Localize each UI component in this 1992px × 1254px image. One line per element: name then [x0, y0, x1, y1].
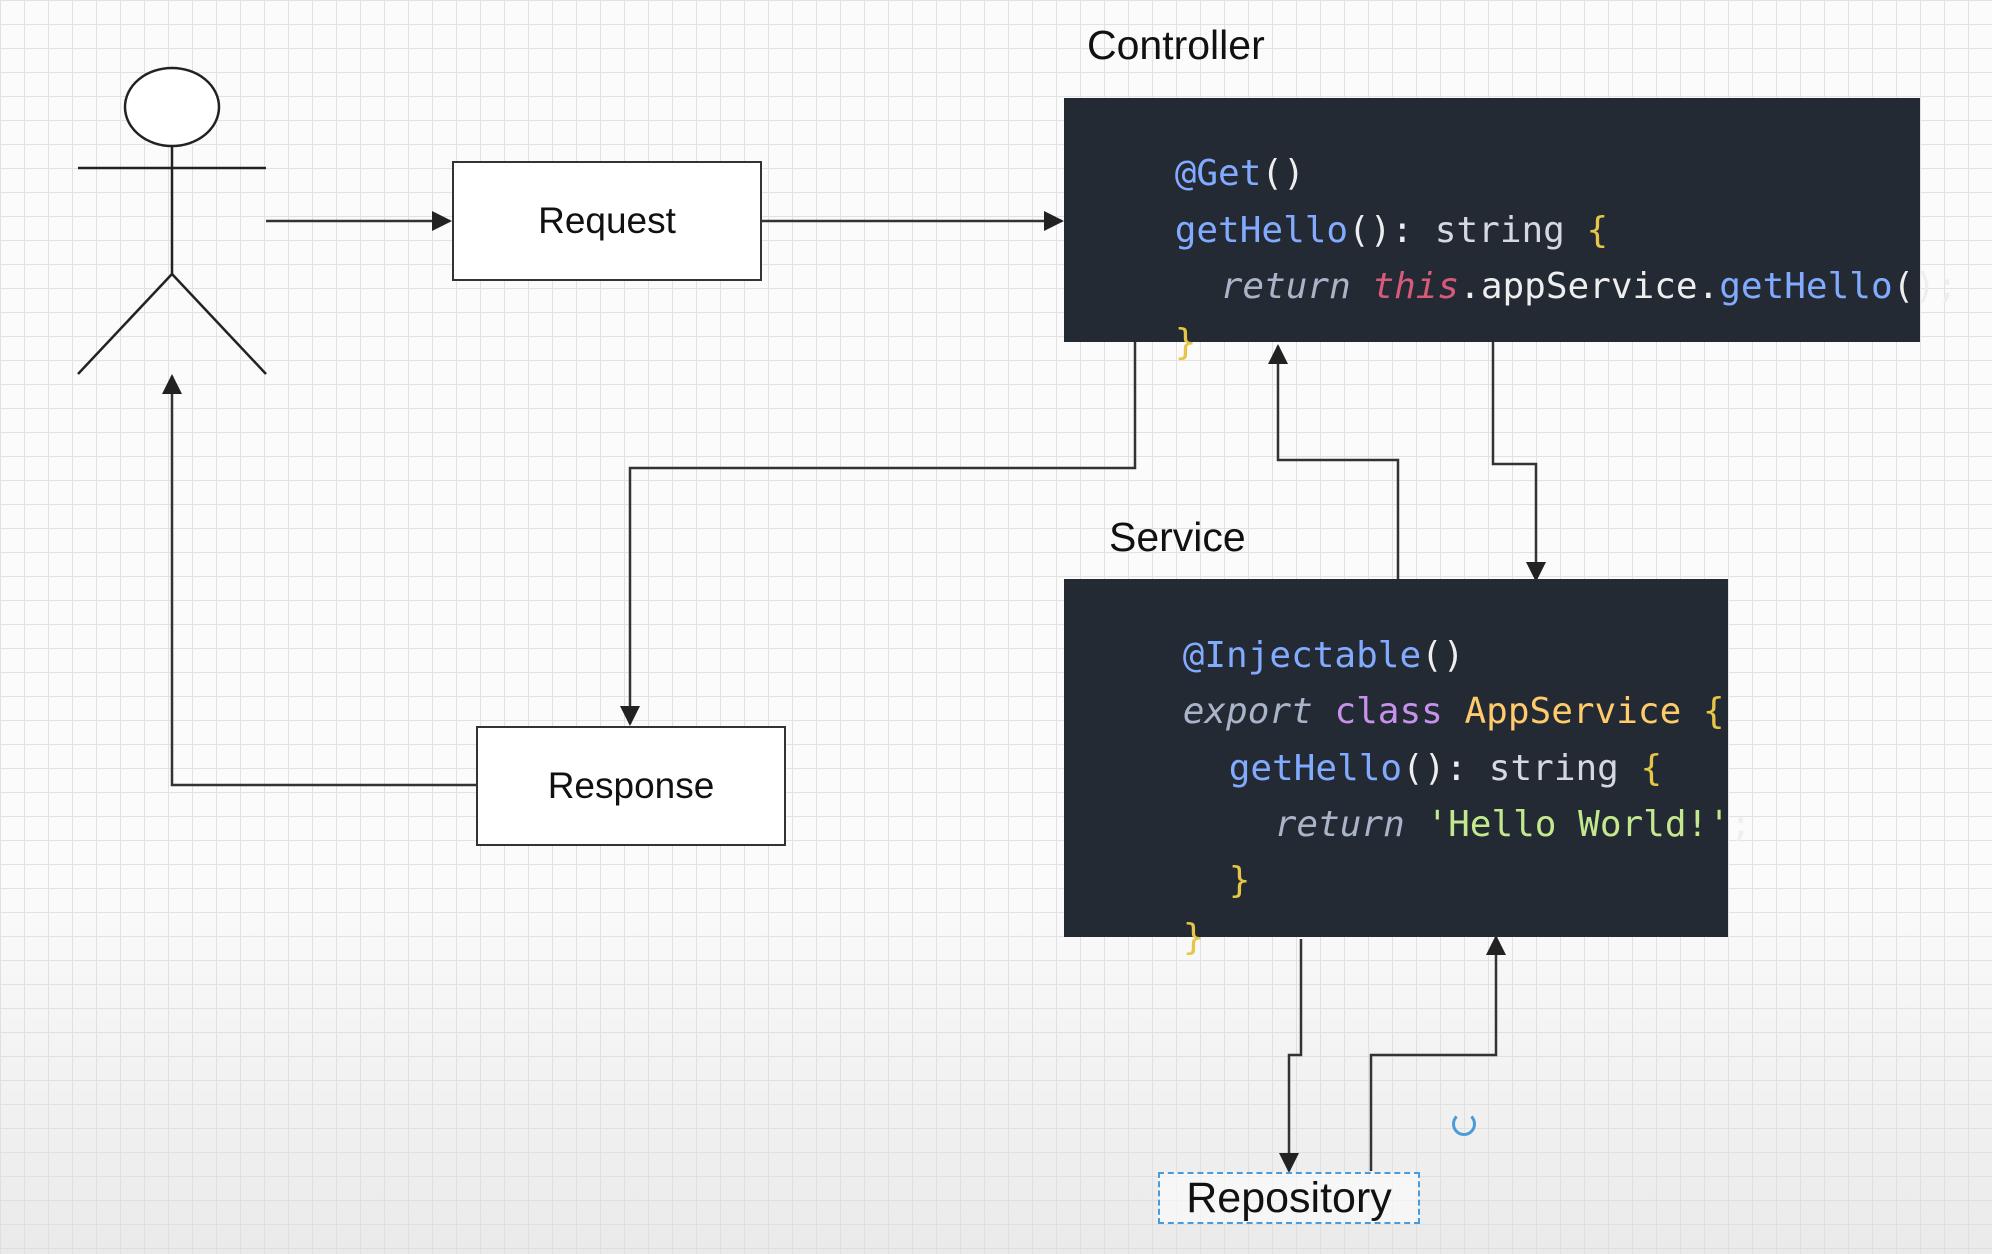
actor-left-leg [77, 273, 173, 375]
arrow-service-to-controller [1268, 344, 1400, 579]
repository-label: Repository [1186, 1173, 1392, 1222]
arrow-controller-to-response [620, 342, 1137, 726]
actor-figure [77, 66, 267, 375]
service-title: Service [1109, 514, 1246, 560]
request-label: Request [538, 200, 676, 241]
rotate-handle-icon[interactable] [1452, 1112, 1476, 1136]
code-method-name: getHello [1174, 210, 1349, 251]
actor-head [123, 66, 221, 148]
code-decorator: @Get [1174, 153, 1262, 194]
response-box[interactable]: Response [476, 726, 786, 846]
arrow-controller-to-service [1491, 342, 1546, 582]
controller-title: Controller [1087, 22, 1265, 68]
service-code-block[interactable]: @Injectable() export class AppService { … [1064, 579, 1752, 956]
arrow-service-to-repository [1279, 939, 1303, 1173]
code-decorator: @Injectable [1182, 635, 1422, 676]
controller-code-block[interactable]: @Get() getHello(): string { return this.… [1064, 98, 1958, 361]
arrow-repository-to-service [1369, 935, 1506, 1171]
actor-right-leg [171, 273, 267, 375]
request-box[interactable]: Request [452, 161, 762, 281]
repository-box[interactable]: Repository [1158, 1172, 1420, 1224]
response-label: Response [547, 765, 715, 806]
arrow-response-to-actor [162, 374, 476, 787]
